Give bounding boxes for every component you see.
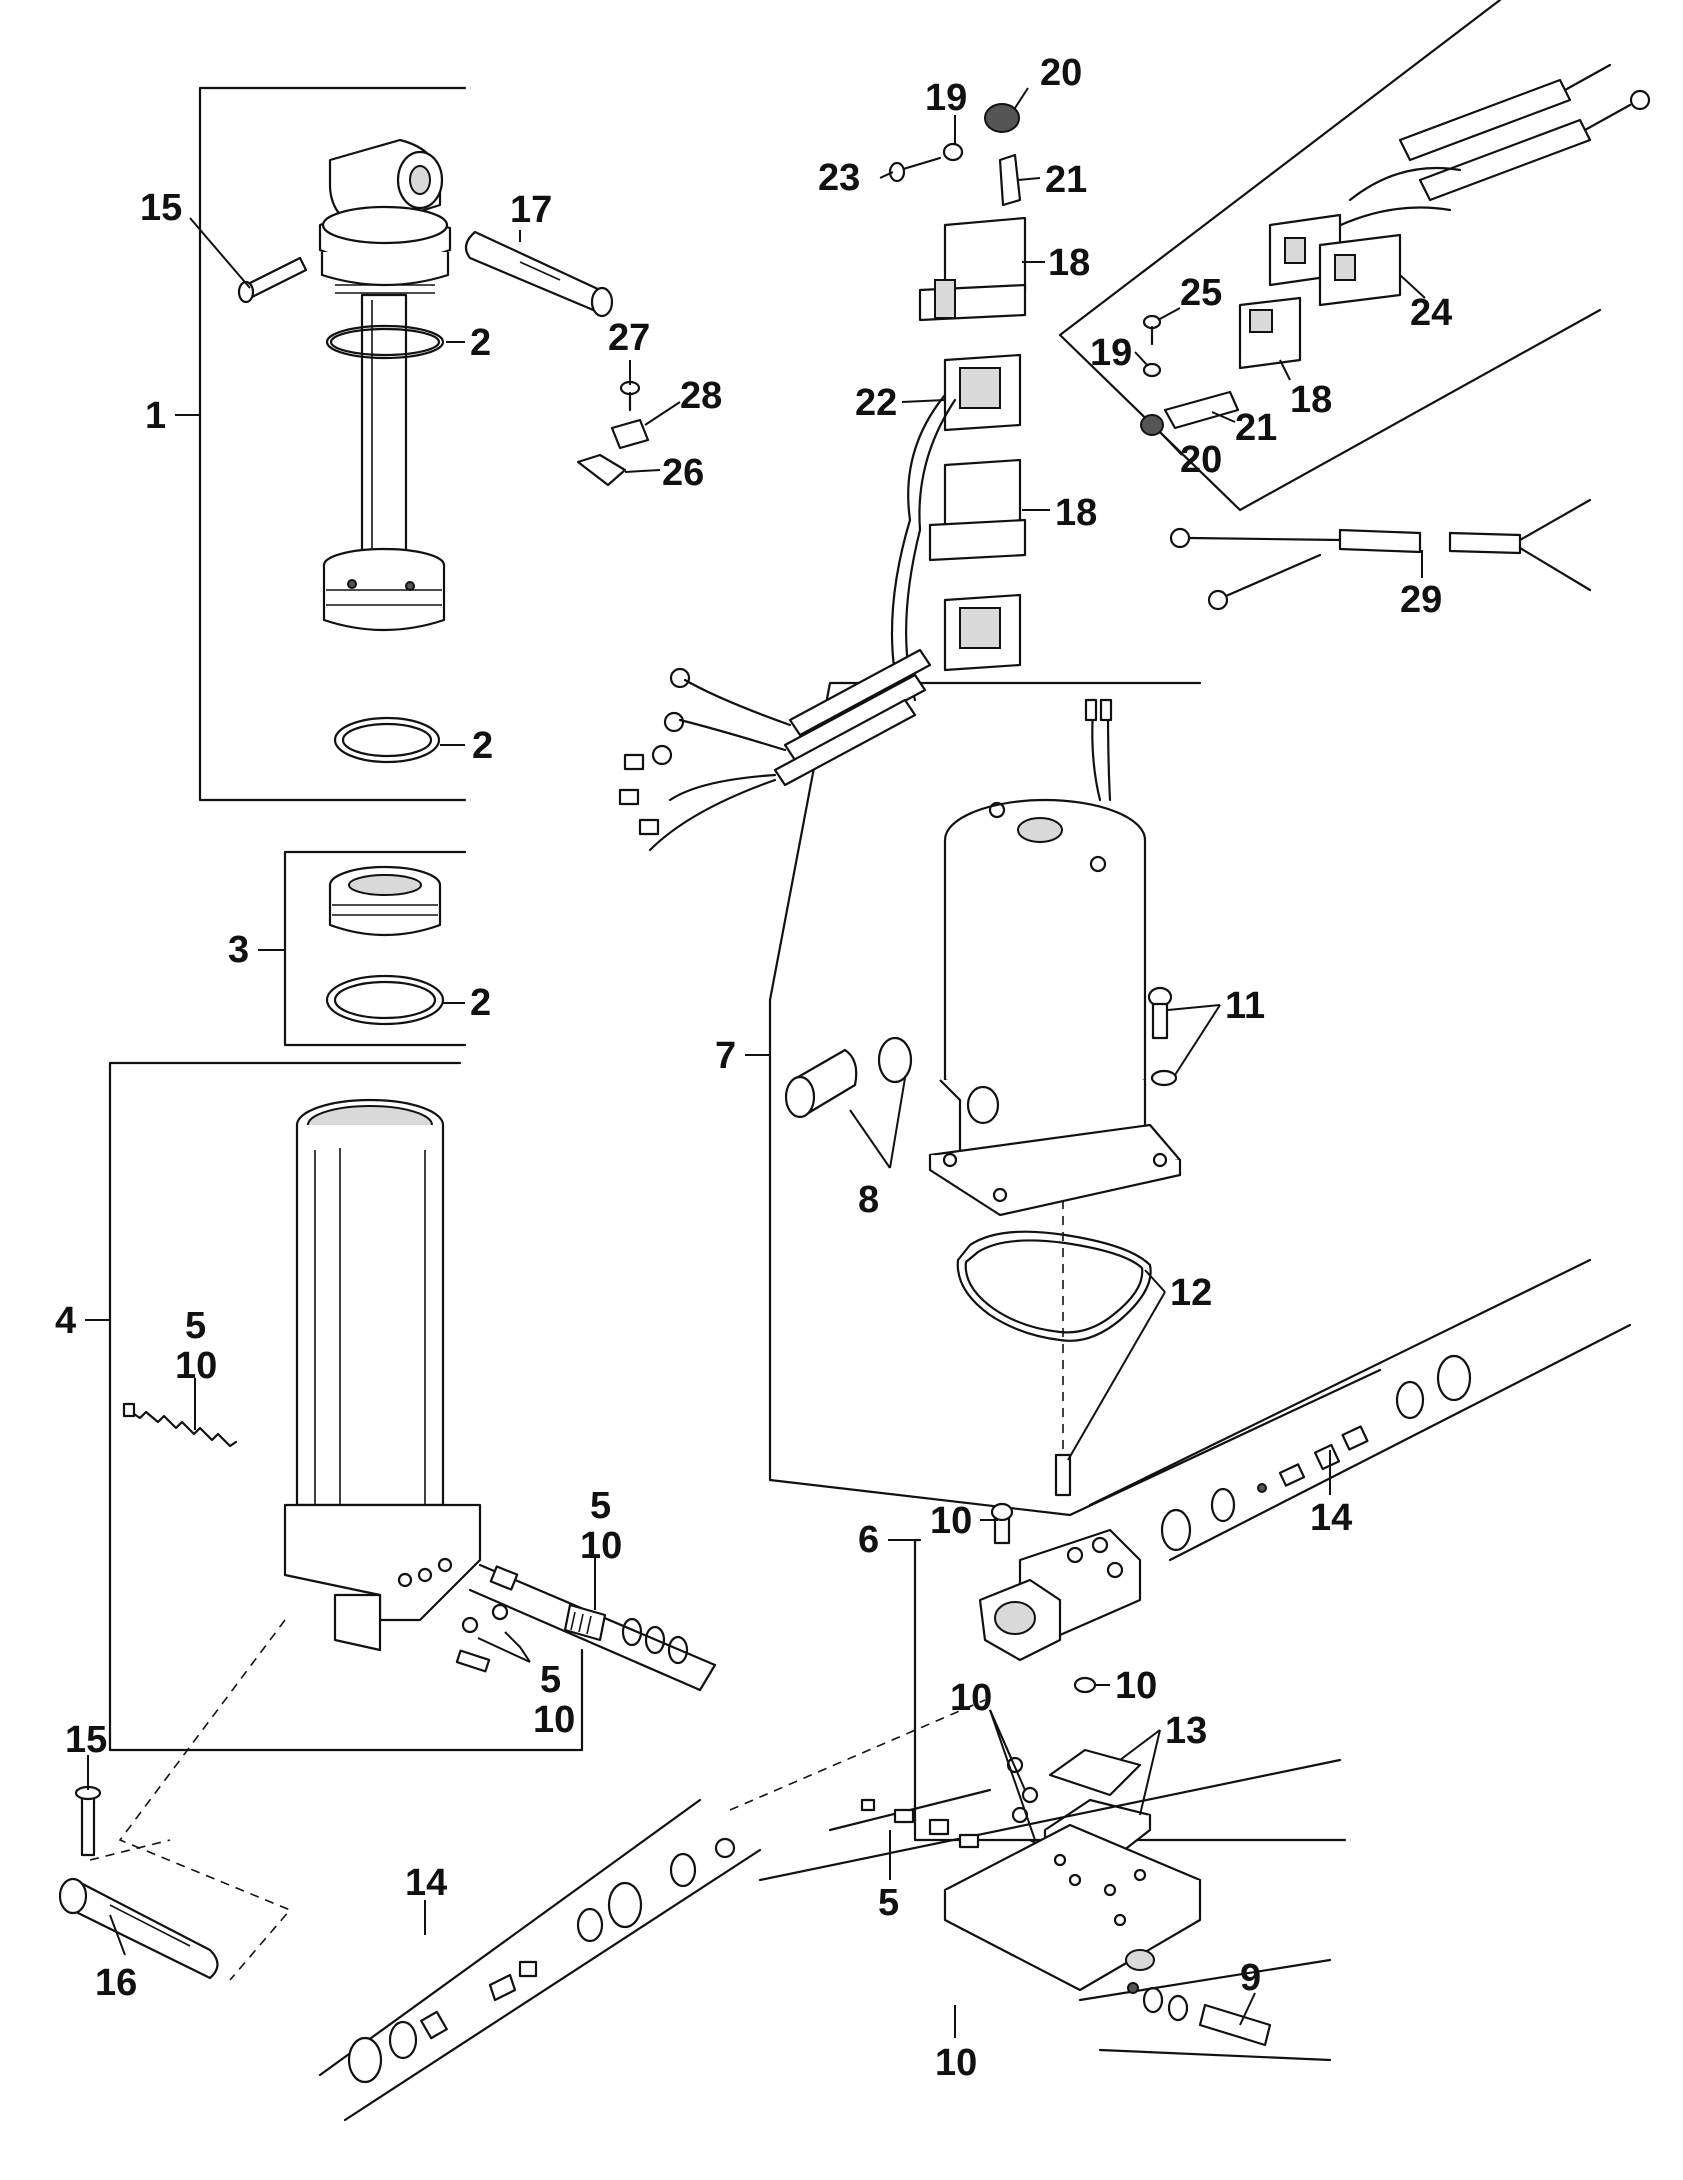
callout-5-manifold: 5 (878, 1882, 899, 1924)
callout-6: 6 (858, 1519, 879, 1561)
callout-19-top: 19 (925, 77, 967, 119)
wire-29 (1169, 498, 1592, 611)
clip-21-bracket (1163, 390, 1240, 430)
callout-3: 3 (228, 929, 249, 971)
valve-strip-14-upper (1088, 1258, 1632, 1562)
cylinder-body-4 (283, 1098, 482, 1652)
bolt-15-bottom (74, 1785, 102, 1857)
clamp-26 (576, 453, 627, 487)
callout-7: 7 (715, 1035, 736, 1077)
callout-10-ring: 10 (1115, 1665, 1157, 1707)
callout-25: 25 (1180, 272, 1222, 314)
dashed-alignment-lines (89, 1200, 1064, 1981)
relay-18-mid (928, 458, 1027, 562)
callout-9: 9 (1240, 1957, 1261, 1999)
callout-2-lower: 2 (472, 725, 493, 767)
callout-2-piston: 2 (470, 982, 491, 1024)
grommet-20 (984, 103, 1020, 133)
group-bracket-4 (108, 1061, 584, 1752)
callout-18-mid: 18 (1055, 492, 1097, 534)
pin-16 (58, 1877, 219, 1980)
callout-19-bracket: 19 (1090, 332, 1132, 374)
o-ring-piston (325, 974, 445, 1026)
callout-11: 11 (1225, 985, 1265, 1027)
grommet-20-bracket (1140, 414, 1164, 436)
spring-5 (122, 1402, 238, 1448)
group-bracket-3 (283, 850, 467, 1047)
o-ring-upper (325, 324, 445, 360)
connector-22 (943, 353, 1022, 432)
manifold-10 (943, 1823, 1202, 1992)
callout-28: 28 (680, 375, 722, 417)
screw-11 (1147, 986, 1178, 1087)
screw-25 (1142, 314, 1162, 346)
callout-10-valve: 10 (580, 1525, 622, 1567)
bolt-23 (888, 156, 942, 183)
callout-18-bracket: 18 (1290, 379, 1332, 421)
relay-18-bracket (1238, 296, 1302, 370)
callout-10-screw: 10 (930, 1500, 972, 1542)
valve-parts-cylinder (455, 1563, 717, 1692)
callout-12: 12 (1170, 1272, 1212, 1314)
nut-28 (610, 418, 650, 450)
callout-5-cyl: 5 (540, 1659, 561, 1701)
valve-body-6 (978, 1502, 1142, 1694)
callout-1: 1 (145, 395, 166, 437)
callout-8: 8 (858, 1179, 879, 1221)
washer-19-bracket (1142, 362, 1162, 378)
callout-24: 24 (1410, 292, 1452, 334)
leader-lines (85, 87, 1426, 2038)
trim-rod-assembly (318, 138, 452, 632)
callout-20-bracket: 20 (1180, 439, 1222, 481)
callout-26: 26 (662, 452, 704, 494)
callout-15-bottom: 15 (65, 1719, 107, 1761)
callout-14-upper: 14 (1310, 1497, 1352, 1539)
callout-23: 23 (818, 157, 860, 199)
group-bracket-1 (198, 86, 467, 802)
callout-16: 16 (95, 1962, 137, 2004)
washer-19 (942, 142, 964, 162)
callout-4: 4 (55, 1300, 76, 1342)
valve-strip-9 (1078, 1958, 1332, 2062)
o-ring-lower (333, 716, 441, 764)
pump-motor-7 (928, 698, 1182, 1217)
connector-lower (943, 593, 1022, 672)
screw-15-top (237, 256, 308, 304)
callout-13: 13 (1165, 1710, 1207, 1752)
callout-15-top: 15 (140, 187, 182, 229)
callout-21-top: 21 (1045, 159, 1087, 201)
valve-strip-5 (758, 1758, 1342, 1882)
callout-21-bracket: 21 (1235, 407, 1277, 449)
callout-17: 17 (510, 189, 552, 231)
screw-27 (619, 380, 641, 412)
callout-10-parts: 10 (950, 1677, 992, 1719)
callout-18-top: 18 (1048, 242, 1090, 284)
callout-27: 27 (608, 317, 650, 359)
callout-22: 22 (855, 382, 897, 424)
callout-5-spring: 5 (185, 1305, 206, 1347)
fill-plug-8 (784, 1036, 913, 1119)
callout-14-lower: 14 (405, 1862, 447, 1904)
pin-17 (464, 230, 614, 318)
harness-wires (618, 393, 957, 852)
callout-labels: 15 17 2 1 2 3 2 4 5 10 5 10 5 10 15 16 1… (55, 52, 1452, 2084)
piston-3 (328, 865, 442, 937)
callout-10-cyl: 10 (533, 1699, 575, 1741)
callout-20-top: 20 (1040, 52, 1082, 94)
callout-5-valve: 5 (590, 1485, 611, 1527)
callout-10-manifold: 10 (935, 2042, 977, 2084)
callout-29: 29 (1400, 579, 1442, 621)
callout-2-upper: 2 (470, 322, 491, 364)
gasket-12 (956, 1230, 1152, 1497)
relay-18-top (918, 216, 1027, 322)
clip-21 (998, 153, 1022, 207)
valve-strip-14-lower (318, 1798, 762, 2122)
callout-10-spring: 10 (175, 1345, 217, 1387)
wire-harness-24 (1268, 63, 1651, 307)
